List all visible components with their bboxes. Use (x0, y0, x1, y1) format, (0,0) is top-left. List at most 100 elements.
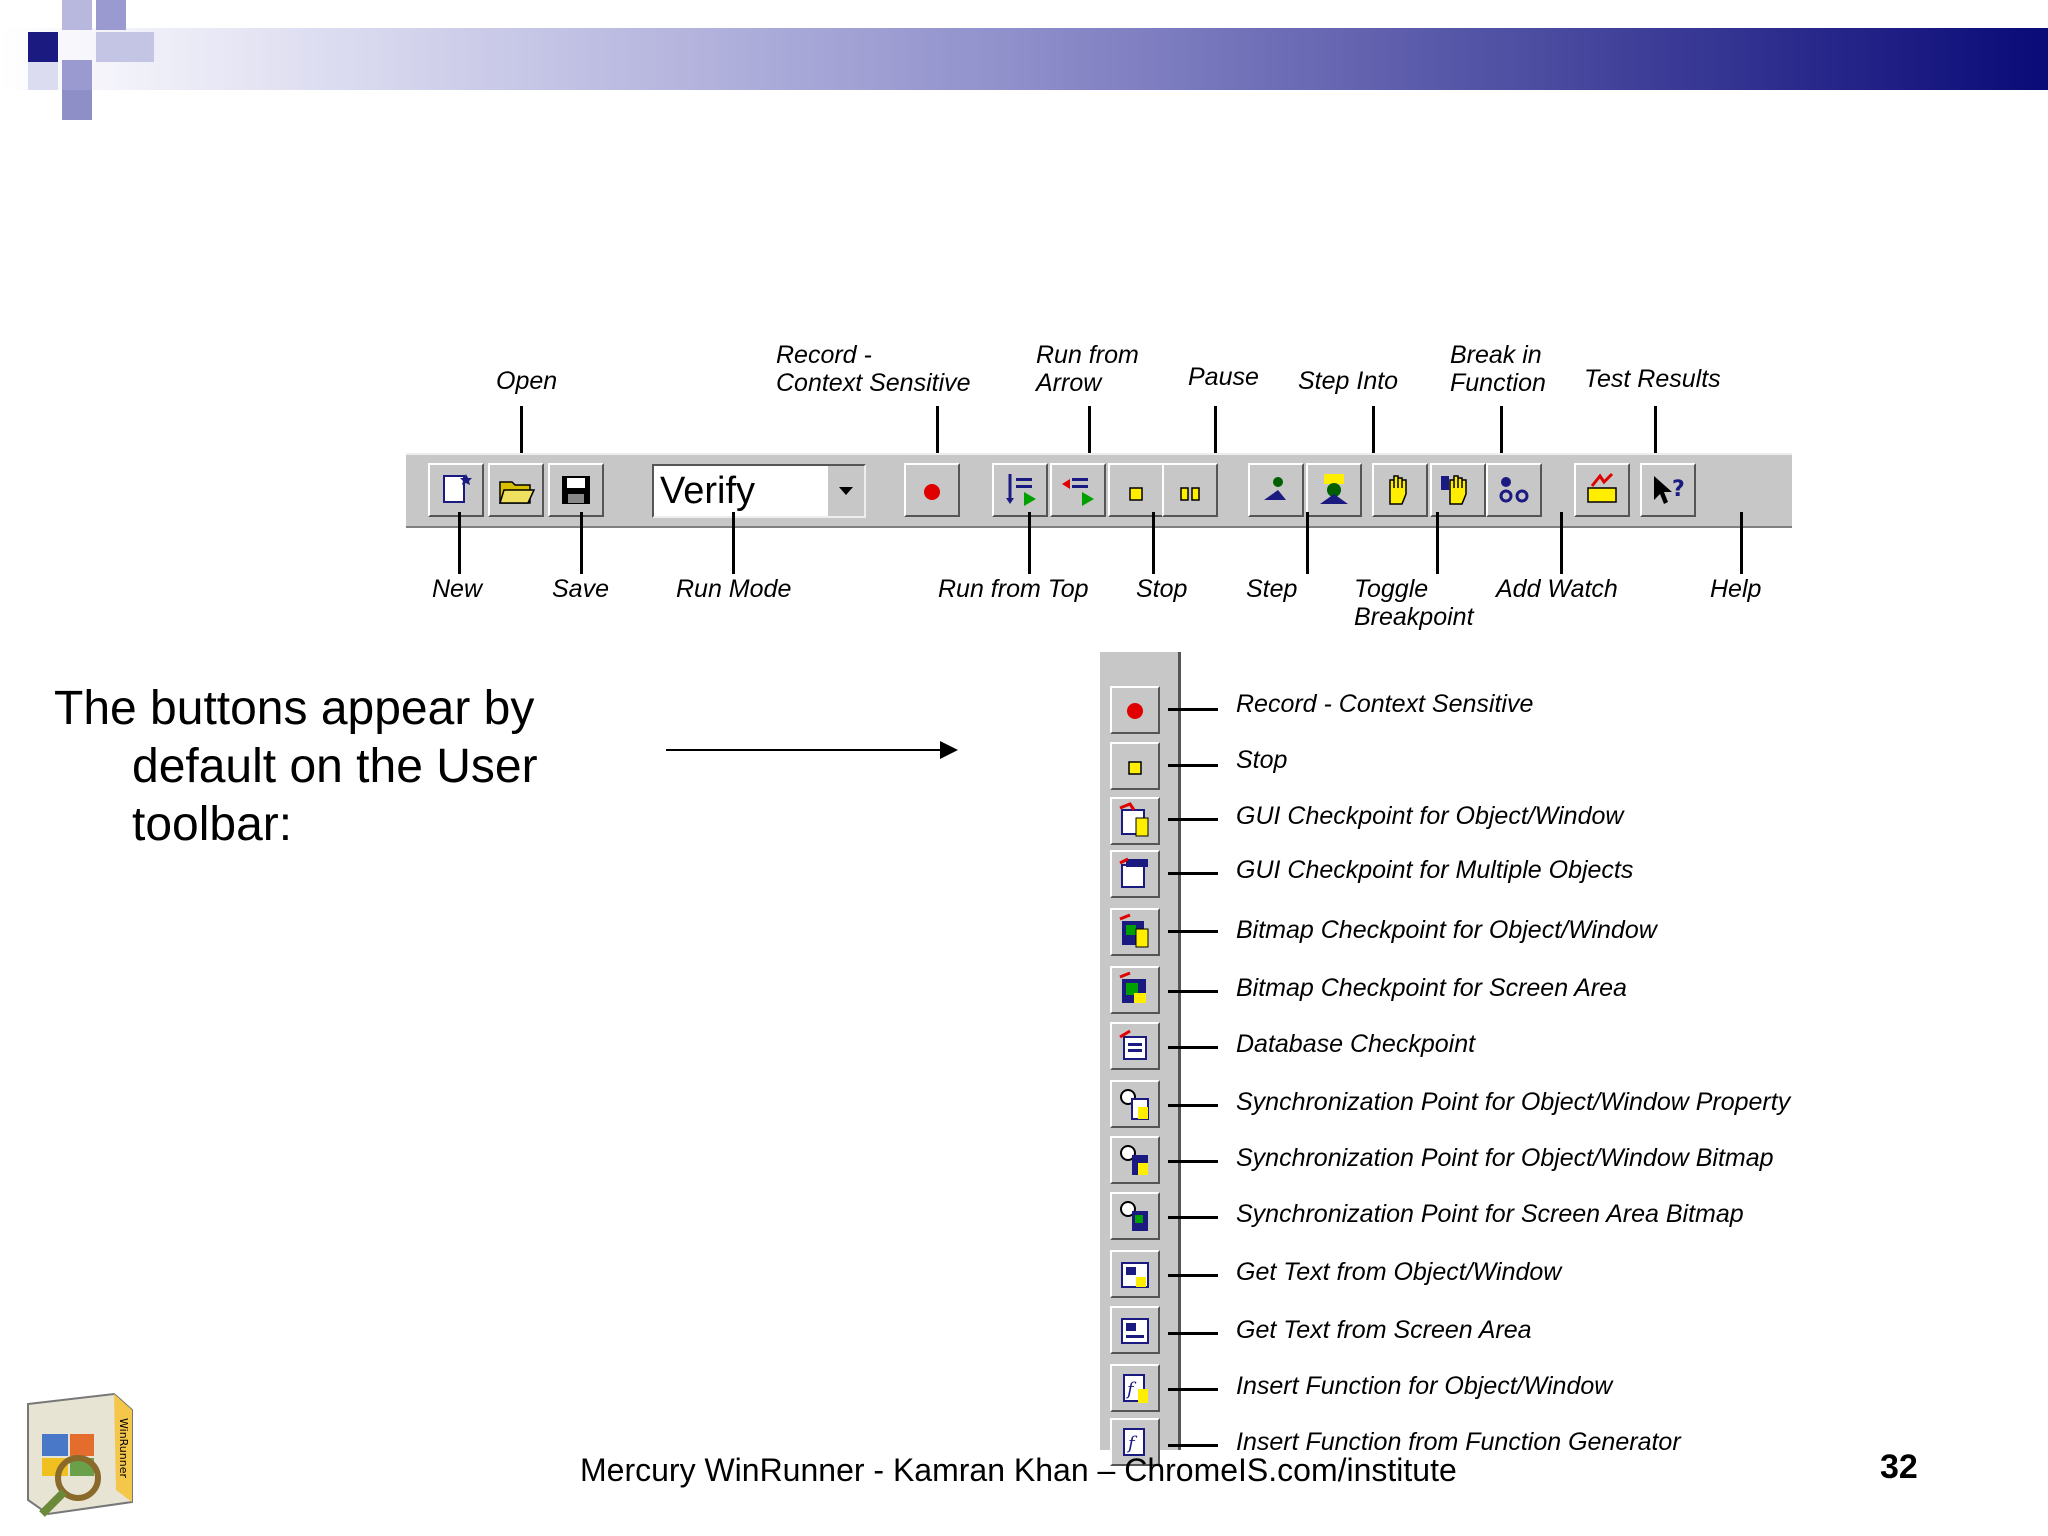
stop-icon (1128, 761, 1142, 775)
header-square-dark (28, 32, 58, 62)
record-icon (1127, 703, 1143, 719)
step-button[interactable] (1248, 463, 1304, 517)
sync-point-property-icon (1120, 1089, 1149, 1120)
insert-function-generator-icon: f (1123, 1428, 1145, 1456)
user-toolbar-label: Bitmap Checkpoint for Screen Area (1236, 974, 1627, 1002)
open-button[interactable] (488, 463, 544, 517)
step-into-button[interactable] (1306, 463, 1362, 517)
callout-line (1654, 406, 1657, 468)
label-help: Help (1710, 575, 1762, 603)
user-toolbar-label: GUI Checkpoint for Object/Window (1236, 802, 1624, 830)
label-add-watch: Add Watch (1496, 575, 1618, 603)
bitmap-checkpoint-screen-icon (1119, 971, 1146, 1003)
insert-function-object-button[interactable]: f (1110, 1364, 1160, 1412)
user-toolbar-label: Get Text from Object/Window (1236, 1258, 1562, 1286)
svg-text:?: ? (1672, 477, 1685, 502)
label-save: Save (552, 575, 609, 603)
bitmap-checkpoint-object-button[interactable] (1110, 908, 1160, 956)
connector-line (1168, 1046, 1218, 1049)
label-toggle-breakpoint-line1: Toggle (1354, 575, 1429, 603)
help-button[interactable]: ? (1640, 463, 1696, 517)
connector-line (1168, 1104, 1218, 1107)
add-watch-button[interactable] (1486, 463, 1542, 517)
save-button[interactable] (548, 463, 604, 517)
connector-line (1168, 1388, 1218, 1391)
label-break-in-function-line2: Function (1450, 369, 1546, 397)
winrunner-box-logo: WinRunner (20, 1390, 136, 1520)
run-mode-select[interactable]: Verify (652, 464, 866, 518)
page-number: 32 (1880, 1448, 1918, 1486)
arrow-line (666, 749, 946, 751)
stop-button[interactable] (1108, 463, 1164, 517)
winrunner-toolbar: Verify ? (406, 453, 1792, 528)
label-step-into: Step Into (1298, 367, 1399, 395)
main-text-line: default on the User (132, 740, 538, 793)
stop-button[interactable] (1110, 742, 1160, 790)
header-square-light (96, 0, 126, 30)
label-run-mode: Run Mode (676, 575, 792, 603)
test-results-button[interactable] (1574, 463, 1630, 517)
connector-line (1168, 1160, 1218, 1163)
user-toolbar-label: GUI Checkpoint for Multiple Objects (1236, 856, 1634, 884)
gui-checkpoint-object-button[interactable] (1110, 797, 1160, 845)
callout-line (1740, 512, 1743, 574)
run-from-arrow-button[interactable] (1050, 463, 1106, 517)
bitmap-checkpoint-screen-button[interactable] (1110, 966, 1160, 1014)
test-results-icon (1587, 472, 1617, 503)
gui-checkpoint-icon (1119, 802, 1149, 837)
sync-point-screen-bitmap-button[interactable] (1110, 1192, 1160, 1240)
user-toolbar-label: Bitmap Checkpoint for Object/Window (1236, 916, 1657, 944)
connector-line (1168, 990, 1218, 993)
header-square-light (28, 62, 58, 90)
callout-line (520, 406, 523, 468)
chevron-down-icon[interactable] (826, 466, 864, 516)
run-mode-value: Verify (660, 470, 756, 512)
new-icon (443, 474, 472, 503)
label-test-results: Test Results (1584, 365, 1721, 393)
get-text-object-button[interactable] (1110, 1250, 1160, 1298)
label-run-from-arrow-line2: Arrow (1036, 369, 1102, 397)
gui-checkpoint-multiple-button[interactable] (1110, 850, 1160, 898)
database-checkpoint-icon (1119, 1029, 1147, 1060)
new-button[interactable] (428, 463, 484, 517)
header-banner (0, 28, 2048, 90)
user-toolbar-label: Record - Context Sensitive (1236, 690, 1534, 718)
user-toolbar-label: Stop (1236, 746, 1288, 774)
callout-line (1436, 512, 1439, 574)
label-open: Open (496, 367, 558, 395)
callout-line (580, 512, 583, 574)
toggle-breakpoint-button[interactable] (1372, 463, 1428, 517)
insert-function-generator-button[interactable]: f (1110, 1418, 1160, 1466)
callout-line (1560, 512, 1563, 574)
pause-icon (1180, 487, 1200, 501)
break-in-function-button[interactable] (1430, 463, 1486, 517)
label-record-line2: Context Sensitive (776, 369, 971, 397)
sync-point-property-button[interactable] (1110, 1080, 1160, 1128)
pause-button[interactable] (1162, 463, 1218, 517)
header-square-light (62, 60, 92, 90)
user-toolbar-label: Synchronization Point for Screen Area Bi… (1236, 1200, 1744, 1228)
label-run-from-top: Run from Top (938, 575, 1089, 603)
label-toggle-breakpoint-line2: Breakpoint (1354, 603, 1474, 631)
footer-text: Mercury WinRunner - Kamran Khan – Chrome… (580, 1452, 1457, 1488)
sync-point-bitmap-button[interactable] (1110, 1136, 1160, 1184)
connector-line (1168, 930, 1218, 933)
connector-line (1168, 1274, 1218, 1277)
user-toolbar-label: Synchronization Point for Object/Window … (1236, 1088, 1791, 1116)
connector-line (1168, 818, 1218, 821)
record-button[interactable] (904, 463, 960, 517)
callout-line (1500, 406, 1503, 468)
get-text-screen-button[interactable] (1110, 1306, 1160, 1354)
main-text-line: toolbar: (132, 798, 293, 851)
save-disk-icon (562, 476, 590, 504)
callout-line (936, 406, 939, 468)
run-from-top-button[interactable] (992, 463, 1048, 517)
svg-text:WinRunner: WinRunner (117, 1418, 130, 1478)
database-checkpoint-button[interactable] (1110, 1022, 1160, 1070)
connector-line (1168, 1444, 1218, 1447)
label-stop: Stop (1136, 575, 1188, 603)
bitmap-checkpoint-icon (1119, 913, 1149, 948)
header-square-light (62, 0, 92, 30)
step-into-icon (1320, 474, 1348, 504)
record-context-sensitive-button[interactable] (1110, 686, 1160, 734)
